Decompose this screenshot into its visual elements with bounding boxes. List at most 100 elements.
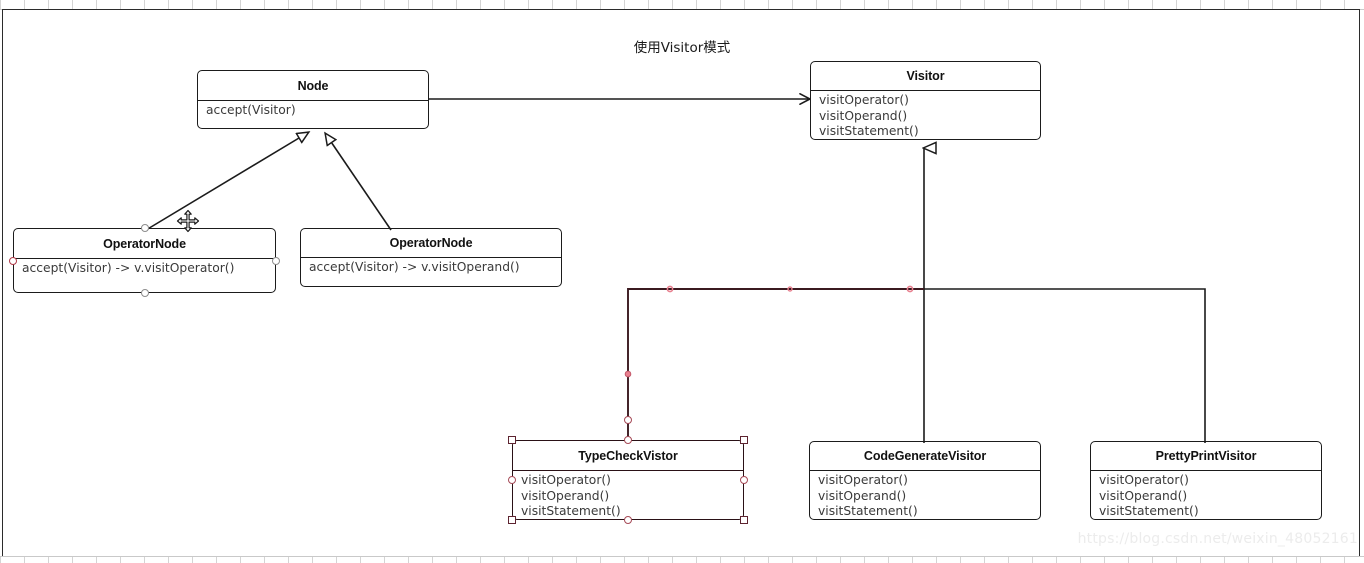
connection-point-right[interactable] — [272, 257, 280, 265]
move-cursor-icon — [176, 209, 200, 238]
ruler-tick — [1008, 0, 1009, 9]
ruler-tick — [888, 0, 889, 9]
ruler-tick — [384, 0, 385, 9]
watermark-text: https://blog.csdn.net/weixin_48052161 — [1077, 531, 1358, 547]
class-name-prettyprintvisitor: PrettyPrintVisitor — [1155, 449, 1257, 463]
ruler-tick — [0, 0, 1, 9]
ruler-tick — [1272, 557, 1273, 563]
ruler-tick — [1248, 557, 1249, 563]
class-member: visitOperand() — [819, 108, 908, 123]
ruler-tick — [48, 557, 49, 563]
selection-handle-bottom-left[interactable] — [508, 516, 516, 524]
connection-point-left[interactable] — [9, 257, 17, 265]
connection-point-top[interactable] — [141, 224, 149, 232]
ruler-tick — [672, 557, 673, 563]
ruler-bottom — [0, 556, 1364, 563]
ruler-tick — [600, 0, 601, 9]
ruler-tick — [1080, 557, 1081, 563]
class-box-prettyprintvisitor[interactable]: PrettyPrintVisitor visitOperator() visit… — [1090, 441, 1322, 520]
class-member: visitOperand() — [1099, 488, 1188, 503]
class-separator — [1091, 470, 1321, 471]
ruler-tick — [120, 557, 121, 563]
ruler-tick — [192, 557, 193, 563]
ruler-tick — [1032, 557, 1033, 563]
ruler-tick — [624, 0, 625, 9]
class-member: visitOperator() — [818, 473, 908, 487]
ruler-tick — [336, 557, 337, 563]
ruler-tick — [960, 557, 961, 563]
ruler-tick — [1152, 0, 1153, 9]
class-separator — [513, 470, 743, 471]
ruler-tick — [504, 557, 505, 563]
class-box-operandnode[interactable]: OperatorNode accept(Visitor) -> v.visitO… — [300, 228, 562, 287]
move-cursor-glyph — [176, 209, 200, 233]
ruler-tick — [168, 0, 169, 9]
class-separator — [198, 100, 428, 101]
ruler-tick — [768, 557, 769, 563]
ruler-tick — [216, 557, 217, 563]
ruler-tick — [1008, 557, 1009, 563]
connector-endpoint-handle[interactable] — [624, 416, 632, 424]
selection-handle-top[interactable] — [624, 436, 632, 444]
class-name-operandnode: OperatorNode — [389, 236, 473, 250]
class-name-typecheckvistor: TypeCheckVistor — [578, 448, 678, 463]
ruler-tick — [336, 0, 337, 9]
ruler-tick — [1176, 557, 1177, 563]
ruler-tick — [24, 0, 25, 9]
class-members-operandnode: accept(Visitor) -> v.visitOperand() — [301, 258, 561, 276]
class-member: accept(Visitor) — [206, 103, 296, 117]
class-name-visitor: Visitor — [906, 69, 945, 83]
ruler-tick — [432, 557, 433, 563]
ruler-tick — [528, 0, 529, 9]
class-box-node[interactable]: Node accept(Visitor) — [197, 70, 429, 129]
selection-handle-top-left[interactable] — [508, 436, 516, 444]
ruler-tick — [744, 557, 745, 563]
class-member: visitOperand() — [521, 488, 610, 503]
ruler-tick — [888, 557, 889, 563]
ruler-tick — [840, 0, 841, 9]
diagram-title: 使用Visitor模式 — [633, 40, 731, 56]
class-name-operatornode: OperatorNode — [103, 236, 186, 251]
class-member: visitOperand() — [818, 488, 907, 503]
selection-handle-top-right[interactable] — [740, 436, 748, 444]
ruler-tick — [984, 0, 985, 9]
ruler-tick — [1152, 557, 1153, 563]
selection-handle-bottom-right[interactable] — [740, 516, 748, 524]
class-member: visitStatement() — [1099, 504, 1199, 518]
connection-point-bottom[interactable] — [141, 289, 149, 297]
ruler-tick — [960, 0, 961, 9]
ruler-tick — [264, 557, 265, 563]
class-box-visitor[interactable]: Visitor visitOperator() visitOperand() v… — [810, 61, 1041, 140]
class-member: visitStatement() — [819, 124, 919, 138]
ruler-tick — [72, 0, 73, 9]
ruler-tick — [96, 557, 97, 563]
class-box-operatornode[interactable]: OperatorNode accept(Visitor) -> v.visitO… — [13, 228, 276, 293]
ruler-tick — [48, 0, 49, 9]
ruler-tick — [504, 0, 505, 9]
ruler-tick — [72, 557, 73, 563]
class-name-node: Node — [297, 78, 329, 93]
selection-handle-right[interactable] — [740, 476, 748, 484]
ruler-tick — [792, 0, 793, 9]
ruler-tick — [264, 0, 265, 9]
ruler-tick — [432, 0, 433, 9]
class-member: visitOperator() — [521, 473, 611, 487]
class-box-typecheckvistor[interactable]: TypeCheckVistor visitOperator() visitOpe… — [512, 440, 744, 520]
ruler-tick — [864, 0, 865, 9]
ruler-tick — [816, 557, 817, 563]
ruler-tick — [1224, 0, 1225, 9]
class-members-typecheckvistor: visitOperator() visitOperand() visitStat… — [513, 471, 743, 520]
ruler-tick — [1080, 0, 1081, 9]
ruler-tick — [1200, 557, 1201, 563]
ruler-tick — [384, 557, 385, 563]
selection-handle-left[interactable] — [508, 476, 516, 484]
class-box-codegeneratevisitor[interactable]: CodeGenerateVisitor visitOperator() visi… — [809, 441, 1041, 520]
selection-handle-bottom[interactable] — [624, 516, 632, 524]
ruler-tick — [96, 0, 97, 9]
ruler-tick — [1320, 557, 1321, 563]
ruler-tick — [288, 557, 289, 563]
class-separator — [811, 90, 1040, 91]
ruler-tick — [624, 557, 625, 563]
ruler-tick — [288, 0, 289, 9]
